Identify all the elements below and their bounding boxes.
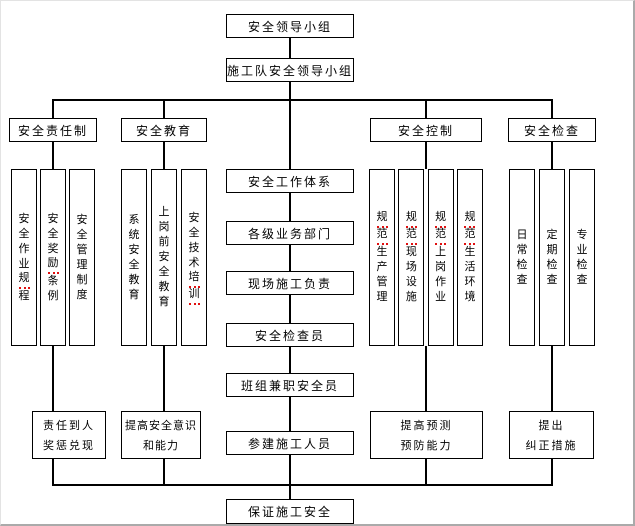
vertical-item-box: 系统安全教育 bbox=[121, 169, 147, 346]
connector bbox=[52, 459, 54, 484]
branch-header-responsibility: 安全责任制 bbox=[9, 118, 97, 142]
vertical-item-box: 上岗前安全教育 bbox=[151, 169, 177, 346]
vertical-item-label: 规范生产管理 bbox=[376, 210, 388, 303]
connector bbox=[425, 142, 427, 169]
vertical-item-label: 安全管理制度 bbox=[76, 213, 88, 301]
connector bbox=[289, 397, 291, 431]
outcome-line: 奖惩兑现 bbox=[43, 440, 95, 452]
outcome-line: 责任到人 bbox=[43, 420, 95, 432]
vertical-item-label: 定期检查 bbox=[546, 228, 558, 286]
connector bbox=[289, 101, 291, 169]
connector bbox=[163, 142, 165, 169]
vertical-item-box: 安全技术培训 bbox=[181, 169, 207, 346]
vertical-item-label: 规范生活环境 bbox=[464, 210, 476, 303]
node-safety-work-system: 安全工作体系 bbox=[226, 169, 354, 193]
vgroup-responsibility: 安全作业规程 安全奖励条例 安全管理制度 bbox=[11, 169, 95, 346]
vertical-item-label: 系统安全教育 bbox=[128, 213, 140, 301]
vgroup-control: 规范生产管理 规范现场设施 规范上岗作业 规范生活环境 bbox=[369, 169, 483, 346]
vertical-item-label: 安全作业规程 bbox=[18, 212, 30, 302]
outcome-line: 提高预测 bbox=[400, 420, 453, 432]
connector bbox=[289, 455, 291, 499]
connector bbox=[52, 142, 54, 169]
vertical-item-label: 安全奖励条例 bbox=[47, 212, 59, 302]
connector bbox=[551, 101, 553, 118]
outcome-responsibility: 责任到人 奖惩兑现 bbox=[32, 411, 106, 459]
connector bbox=[289, 347, 291, 373]
branch-header-inspection: 安全检查 bbox=[508, 118, 596, 142]
vertical-item-box: 安全管理制度 bbox=[69, 169, 95, 346]
connector bbox=[289, 82, 291, 99]
outcome-line: 纠正措施 bbox=[525, 440, 578, 452]
vertical-item-box: 规范生产管理 bbox=[369, 169, 395, 346]
connector bbox=[163, 459, 165, 484]
vertical-item-box: 定期检查 bbox=[539, 169, 565, 346]
connector bbox=[289, 295, 291, 323]
vertical-item-box: 安全作业规程 bbox=[11, 169, 37, 346]
connector bbox=[163, 101, 165, 118]
connector-collection-bottom bbox=[52, 484, 553, 486]
vertical-item-box: 日常检查 bbox=[509, 169, 535, 346]
connector bbox=[289, 38, 291, 58]
outcome-control: 提高预测 预防能力 bbox=[370, 411, 483, 459]
connector-distribution-top bbox=[52, 99, 553, 101]
branch-header-control: 安全控制 bbox=[370, 118, 482, 142]
connector bbox=[551, 142, 553, 169]
outcome-line: 预防能力 bbox=[400, 440, 453, 452]
vertical-item-box: 专业检查 bbox=[569, 169, 595, 346]
vertical-item-box: 安全奖励条例 bbox=[40, 169, 66, 346]
vertical-item-label: 规范现场设施 bbox=[405, 210, 417, 303]
node-safety-inspector: 安全检查员 bbox=[226, 323, 354, 347]
vgroup-inspection: 日常检查 定期检查 专业检查 bbox=[509, 169, 595, 346]
connector bbox=[551, 459, 553, 484]
node-safety-leading-group: 安全领导小组 bbox=[226, 14, 354, 38]
connector bbox=[425, 459, 427, 484]
branch-header-education: 安全教育 bbox=[121, 118, 207, 142]
vgroup-education: 系统安全教育 上岗前安全教育 安全技术培训 bbox=[121, 169, 207, 346]
node-team-parttime-safety-officer: 班组兼职安全员 bbox=[226, 373, 354, 397]
connector bbox=[289, 245, 291, 271]
outcome-inspection: 提出 纠正措施 bbox=[509, 411, 594, 459]
connector bbox=[289, 193, 291, 221]
connector bbox=[163, 346, 165, 411]
outcome-line: 和能力 bbox=[143, 440, 179, 452]
connector bbox=[52, 101, 54, 118]
node-business-departments: 各级业务部门 bbox=[226, 221, 354, 245]
connector bbox=[52, 346, 54, 411]
vertical-item-label: 安全技术培训 bbox=[188, 211, 200, 305]
vertical-item-label: 日常检查 bbox=[516, 228, 528, 286]
connector bbox=[551, 346, 553, 411]
node-construction-team-safety-leading-group: 施工队安全领导小组 bbox=[226, 58, 354, 82]
node-guarantee-construction-safety: 保证施工安全 bbox=[226, 499, 354, 524]
vertical-item-box: 规范生活环境 bbox=[456, 169, 483, 346]
vertical-item-label: 规范上岗作业 bbox=[435, 210, 447, 303]
vertical-item-box: 规范上岗作业 bbox=[427, 169, 454, 346]
vertical-item-box: 规范现场设施 bbox=[398, 169, 425, 346]
vertical-item-label: 上岗前安全教育 bbox=[158, 206, 170, 308]
outcome-line: 提出 bbox=[538, 420, 565, 432]
connector bbox=[425, 346, 427, 411]
vertical-item-label: 专业检查 bbox=[576, 228, 588, 286]
node-site-construction-lead: 现场施工负责 bbox=[226, 271, 354, 295]
outcome-education: 提高安全意识 和能力 bbox=[121, 411, 201, 459]
node-construction-personnel: 参建施工人员 bbox=[226, 431, 354, 455]
connector bbox=[425, 101, 427, 118]
outcome-line: 提高安全意识 bbox=[125, 420, 197, 432]
